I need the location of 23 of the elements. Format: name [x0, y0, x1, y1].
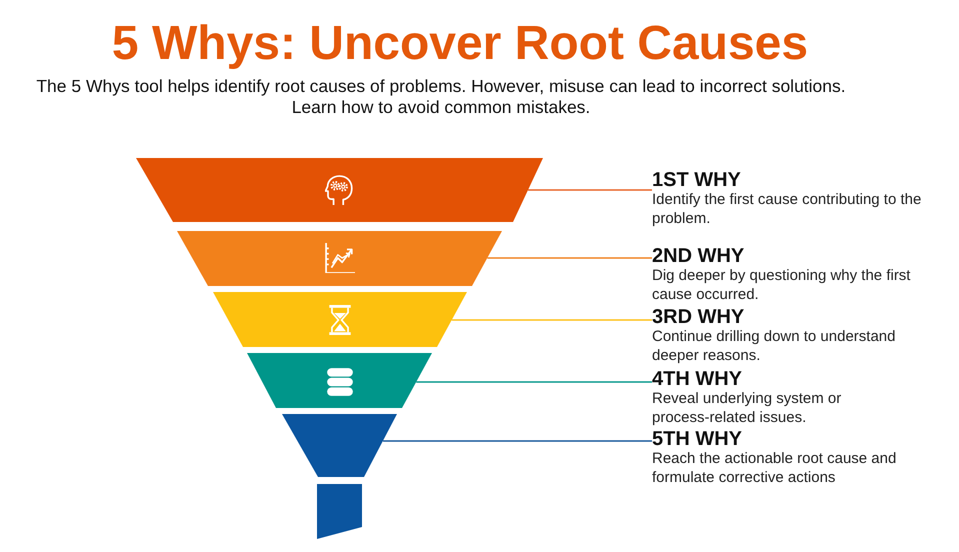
leader-line — [382, 440, 652, 442]
leader-line — [487, 257, 652, 259]
funnel-band — [136, 158, 543, 222]
funnel-band — [247, 353, 432, 408]
funnel-band — [177, 231, 502, 286]
step-description: Identify the first cause contributing to the problem. — [652, 191, 922, 228]
step-description: Continue drilling down to understand deeper reasons. — [652, 328, 896, 365]
funnel-stem — [317, 484, 362, 539]
step-heading: 5TH WHY — [652, 428, 743, 450]
subtitle-text: The 5 Whys tool helps identify root causes of problems. However, misuse can lead to incorrect solutions. Learn how to avoid common mistakes. — [35, 76, 847, 118]
step-description: Reveal underlying system or process-related issues. — [652, 390, 842, 427]
leader-line — [452, 319, 652, 321]
title: 5 Whys: Uncover Root Causes — [110, 16, 810, 72]
funnel-band — [282, 414, 397, 477]
step-heading: 1ST WHY — [652, 169, 742, 191]
step-heading: 4TH WHY — [652, 368, 743, 390]
step-description: Reach the actionable root cause and formulate corrective actions — [652, 450, 898, 487]
step-description: Dig deeper by questioning why the first cause occurred. — [652, 267, 912, 304]
step-heading: 2ND WHY — [652, 245, 746, 267]
funnel-band — [213, 292, 467, 347]
step-heading: 3RD WHY — [652, 306, 746, 328]
leader-line — [528, 189, 652, 191]
leader-line — [416, 381, 652, 383]
